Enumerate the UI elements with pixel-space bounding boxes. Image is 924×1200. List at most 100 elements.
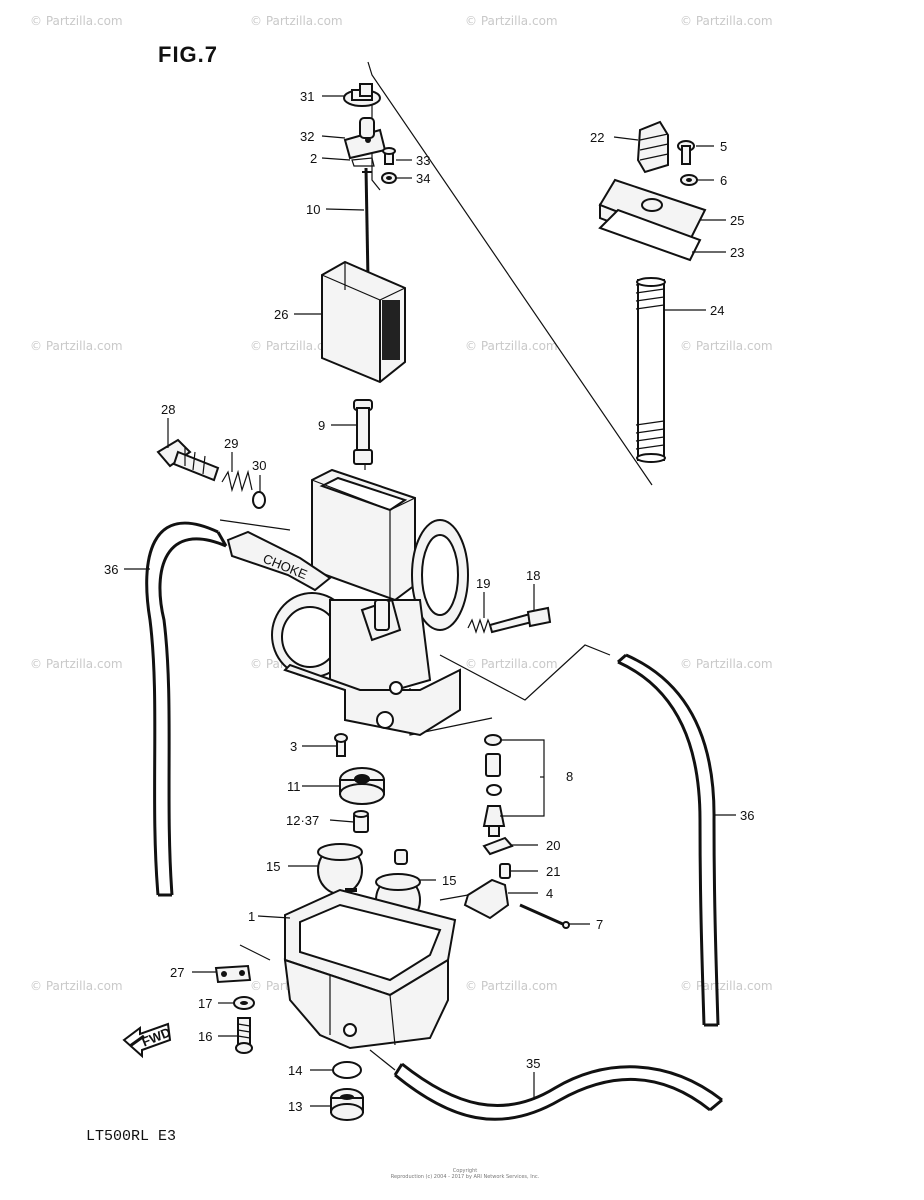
watermarks: © Partzilla.com © Partzilla.com © Partzi… bbox=[30, 14, 773, 993]
part-32-cap-plate bbox=[343, 117, 387, 160]
part-8-needle-valve-set bbox=[482, 734, 545, 837]
svg-text:© Partzilla.com: © Partzilla.com bbox=[465, 979, 558, 993]
label-28: 28 bbox=[161, 402, 175, 417]
fwd-arrow-icon: FWD bbox=[122, 1022, 173, 1059]
label-19: 19 bbox=[476, 576, 490, 591]
part-15-float-left bbox=[317, 843, 363, 895]
part-24-spring-tube bbox=[635, 277, 666, 463]
leader-lines bbox=[124, 95, 736, 1107]
label-3: 3 bbox=[290, 739, 297, 754]
part-18-throttle-stop-screw bbox=[488, 606, 552, 634]
label-35: 35 bbox=[526, 1056, 540, 1071]
label-17: 17 bbox=[198, 996, 212, 1011]
label-9: 9 bbox=[318, 418, 325, 433]
label-6: 6 bbox=[720, 173, 727, 188]
label-26: 26 bbox=[274, 307, 288, 322]
part-5-screw bbox=[677, 140, 695, 165]
part-2-clip bbox=[351, 157, 375, 167]
part-27-plate bbox=[214, 964, 252, 984]
svg-text:© Partzilla.com: © Partzilla.com bbox=[465, 657, 558, 671]
part-21-screw bbox=[499, 863, 511, 879]
part-11-main-jet-holder bbox=[339, 767, 385, 805]
copyright-footer: Copyright Reproduction (c) 2004 - 2017 b… bbox=[390, 1168, 540, 1180]
part-7-float-pin bbox=[519, 903, 570, 929]
part-labels: 31 32 2 33 34 10 26 9 28 29 30 36 19 18 … bbox=[104, 89, 754, 1114]
label-7: 7 bbox=[596, 917, 603, 932]
part-17-washer bbox=[233, 996, 255, 1010]
part-16-screw bbox=[235, 1017, 253, 1054]
label-20: 20 bbox=[546, 838, 560, 853]
label-1: 1 bbox=[248, 909, 255, 924]
part-3-screw bbox=[334, 733, 348, 757]
part-9-needle-jet bbox=[353, 399, 373, 465]
label-34: 34 bbox=[416, 171, 430, 186]
part-22-cap bbox=[636, 120, 669, 174]
label-8: 8 bbox=[566, 769, 573, 784]
svg-text:© Partzilla.com: © Partzilla.com bbox=[680, 339, 773, 353]
label-30: 30 bbox=[252, 458, 266, 473]
assembly-guide-lines bbox=[219, 61, 653, 961]
svg-text:© Partzilla.com: © Partzilla.com bbox=[30, 657, 123, 671]
label-18: 18 bbox=[526, 568, 540, 583]
svg-text:© Partzilla.com: © Partzilla.com bbox=[680, 979, 773, 993]
label-2: 2 bbox=[310, 151, 317, 166]
part-36-vent-hose-left bbox=[145, 521, 228, 897]
svg-text:© Partzilla.com: © Partzilla.com bbox=[680, 14, 773, 28]
svg-text:© Partzilla.com: © Partzilla.com bbox=[680, 657, 773, 671]
part-23-gasket bbox=[598, 208, 702, 262]
part-26-throttle-slide bbox=[321, 260, 406, 384]
label-23: 23 bbox=[730, 245, 744, 260]
label-31: 31 bbox=[300, 89, 314, 104]
part-1-float-chamber bbox=[283, 888, 457, 1050]
svg-text:© Partzilla.com: © Partzilla.com bbox=[30, 14, 123, 28]
svg-text:© Partzilla.com: © Partzilla.com bbox=[465, 339, 558, 353]
label-36-left: 36 bbox=[104, 562, 118, 577]
label-33: 33 bbox=[416, 153, 430, 168]
label-32: 32 bbox=[300, 129, 314, 144]
label-11: 11 bbox=[287, 779, 301, 794]
part-6-washer bbox=[680, 174, 698, 186]
label-5: 5 bbox=[720, 139, 727, 154]
part-20-float-lever bbox=[482, 836, 514, 856]
part-14-o-ring bbox=[332, 1061, 362, 1079]
part-34-washer bbox=[381, 172, 397, 184]
part-30-washer bbox=[252, 491, 266, 509]
part-13-drain-plug bbox=[330, 1088, 364, 1121]
part-33-screw bbox=[382, 147, 396, 165]
svg-text:© Partzilla.com: © Partzilla.com bbox=[250, 339, 343, 353]
label-24: 24 bbox=[710, 303, 724, 318]
label-14: 14 bbox=[288, 1063, 302, 1078]
part-19-spring bbox=[467, 618, 493, 634]
part-29-spring bbox=[221, 469, 253, 493]
label-16: 16 bbox=[198, 1029, 212, 1044]
svg-text:© Partzilla.com: © Partzilla.com bbox=[250, 14, 343, 28]
label-36-right: 36 bbox=[740, 808, 754, 823]
label-4: 4 bbox=[546, 886, 553, 901]
svg-text:© Partzilla.com: © Partzilla.com bbox=[30, 339, 123, 353]
label-21: 21 bbox=[546, 864, 560, 879]
label-22: 22 bbox=[590, 130, 604, 145]
label-13: 13 bbox=[288, 1099, 302, 1114]
carburetor-body bbox=[271, 468, 469, 737]
label-12-37: 12·37 bbox=[286, 813, 319, 828]
label-27: 27 bbox=[170, 965, 184, 980]
part-12-37-main-jet bbox=[353, 810, 369, 833]
model-code: LT500RL E3 bbox=[86, 1128, 177, 1145]
label-15-right: 15 bbox=[442, 873, 456, 888]
svg-text:© Partzilla.com: © Partzilla.com bbox=[465, 14, 558, 28]
label-15-left: 15 bbox=[266, 859, 280, 874]
part-31-cap-top bbox=[343, 83, 381, 107]
part-28-pilot-screw bbox=[156, 438, 220, 482]
label-10: 10 bbox=[306, 202, 320, 217]
part-35-drain-hose bbox=[369, 1049, 723, 1121]
label-29: 29 bbox=[224, 436, 238, 451]
part-10-jet-needle bbox=[362, 167, 372, 281]
figure-title: FIG.7 bbox=[158, 42, 219, 67]
label-25: 25 bbox=[730, 213, 744, 228]
part-36-vent-hose-right bbox=[617, 653, 720, 1027]
float-sleeve bbox=[394, 849, 408, 865]
part-4-float-arm bbox=[439, 878, 510, 920]
svg-text:© Partzilla.com: © Partzilla.com bbox=[30, 979, 123, 993]
